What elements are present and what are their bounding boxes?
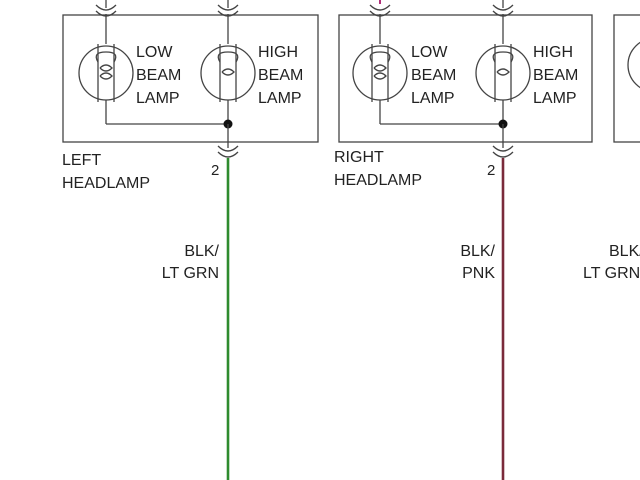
right-high-beam-label-1: HIGH	[533, 44, 573, 61]
left-bottom-connector	[217, 145, 239, 158]
right-headlamp-housing	[338, 14, 593, 143]
right-bottom-connector	[492, 145, 514, 158]
right-headlamp: LOW BEAM LAMP HIGH BEAM LAMP 2 RIGHT HEA…	[334, 0, 593, 480]
left-low-beam-lamp	[78, 14, 134, 124]
right-wire-color-label-2: PNK	[462, 265, 495, 282]
right-high-beam-label-2: BEAM	[533, 67, 578, 84]
right-wire-color-label-1: BLK/	[460, 243, 495, 260]
left-headlamp-label-2: HEADLAMP	[62, 175, 150, 192]
partial-wire-color-label-1: BLK/	[609, 243, 640, 260]
right-low-beam-label-1: LOW	[411, 44, 448, 61]
left-high-beam-lamp	[200, 14, 256, 124]
left-headlamp-housing	[62, 14, 319, 143]
left-high-beam-label-2: BEAM	[258, 67, 303, 84]
right-pin-number: 2	[487, 162, 495, 179]
partial-wire-color-label-2: LT GRN	[583, 265, 640, 282]
right-high-beam-label-3: LAMP	[533, 90, 577, 107]
right-low-beam-lamp	[352, 14, 408, 124]
right-low-beam-label-2: BEAM	[411, 67, 456, 84]
partial-third-lamp-group: BLK/ LT GRN	[583, 14, 640, 282]
partial-housing	[613, 14, 640, 143]
partial-lamp	[627, 41, 640, 89]
left-high-beam-label-1: HIGH	[258, 44, 298, 61]
left-low-beam-label-3: LAMP	[136, 90, 180, 107]
right-low-beam-label-3: LAMP	[411, 90, 455, 107]
left-wire-color-label-1: BLK/	[184, 243, 219, 260]
right-headlamp-label-1: RIGHT	[334, 149, 384, 166]
left-headlamp: LOW BEAM LAMP HIGH BEAM LAMP 2 LEFT HEAD…	[62, 0, 319, 480]
right-headlamp-label-2: HEADLAMP	[334, 172, 422, 189]
left-low-beam-label-1: LOW	[136, 44, 173, 61]
left-pin-number: 2	[211, 162, 219, 179]
left-headlamp-label-1: LEFT	[62, 152, 101, 169]
left-high-beam-label-3: LAMP	[258, 90, 302, 107]
left-wire-color-label-2: LT GRN	[162, 265, 219, 282]
left-low-beam-label-2: BEAM	[136, 67, 181, 84]
right-high-beam-lamp	[475, 14, 531, 124]
